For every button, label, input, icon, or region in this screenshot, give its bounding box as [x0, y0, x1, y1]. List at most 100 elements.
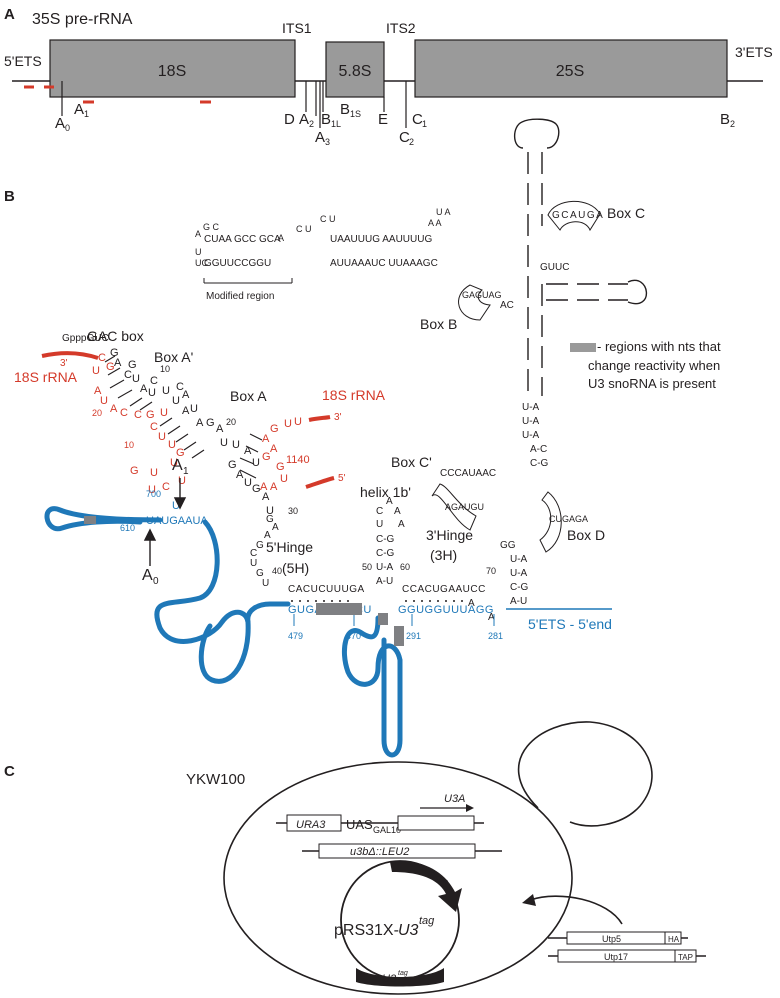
cleavage-arrows — [143, 478, 187, 566]
legend-swatch — [570, 343, 596, 352]
svg-text:G: G — [276, 461, 285, 473]
box-a-label: Box A — [230, 388, 267, 404]
svg-text:C: C — [124, 369, 132, 381]
box-b-ac: AC — [500, 300, 514, 311]
svg-text:G: G — [252, 483, 261, 495]
site-c1: C — [412, 111, 423, 128]
svg-text:AUUAAAUC UUAAAGC: AUUAAAUC UUAAAGC — [330, 258, 438, 269]
legend-line3: U3 snoRNA is present — [588, 376, 716, 391]
svg-text:1: 1 — [84, 109, 89, 119]
transform-arrow-head — [522, 894, 536, 906]
svg-text:2: 2 — [409, 137, 414, 147]
svg-text:U: U — [148, 387, 156, 399]
hinge-pair-dots — [291, 600, 463, 602]
box-c-prime-outline — [431, 483, 477, 531]
probe-marks — [24, 85, 211, 104]
svg-text:UAUGAAUA: UAUGAAUA — [146, 515, 208, 527]
svg-text:U: U — [132, 373, 140, 385]
svg-text:A: A — [182, 405, 190, 417]
svg-text:C: C — [376, 506, 383, 517]
svg-text:20: 20 — [226, 417, 236, 427]
stem-seq-c: GUUC — [540, 262, 569, 273]
svg-text:A: A — [394, 506, 401, 517]
svg-text:A: A — [488, 612, 495, 623]
rrna-18s-left-line — [41, 351, 99, 360]
svg-text:A: A — [272, 522, 279, 533]
svg-text:0: 0 — [65, 123, 70, 133]
utp17-label: Utp17 — [604, 952, 628, 962]
ura3-box — [286, 814, 342, 832]
svg-text:610: 610 — [120, 523, 135, 533]
svg-text:G: G — [256, 568, 264, 579]
svg-text:A: A — [278, 233, 284, 243]
svg-text:U: U — [100, 395, 108, 407]
svg-text:CUAA GCC GCA: CUAA GCC GCA — [204, 234, 281, 245]
svg-text:G: G — [128, 359, 137, 371]
svg-text:U: U — [284, 418, 292, 430]
box-c-prime-seq: AGAUGU — [445, 502, 484, 512]
svg-text:C-G: C-G — [510, 582, 529, 593]
utp5-box — [566, 931, 682, 945]
svg-text:GpppGUC: GpppGUC — [62, 333, 109, 344]
strain-label: YKW100 — [186, 771, 245, 788]
svg-text:C U: C U — [296, 224, 312, 234]
svg-text:70: 70 — [486, 566, 496, 576]
svg-text:G: G — [228, 459, 237, 471]
svg-text:2: 2 — [309, 119, 314, 129]
box-c-prime-loop: CCCAUAAC — [440, 468, 496, 479]
svg-text:479: 479 — [288, 631, 303, 641]
modified-region-bracket — [203, 278, 293, 284]
u3tag-sup: tag — [398, 970, 408, 977]
five-prime-right: 5' — [338, 473, 346, 484]
box-c-seq: GCAUGA — [552, 210, 604, 221]
hinge-5-sub: (5H) — [282, 560, 309, 576]
svg-text:C-G: C-G — [376, 534, 395, 545]
site-c2: C — [399, 129, 410, 146]
svg-text:A-U: A-U — [510, 596, 527, 607]
svg-text:A: A — [244, 445, 252, 457]
svg-text:A: A — [468, 598, 475, 609]
hinge-3-sub: (3H) — [430, 547, 457, 563]
svg-text:700: 700 — [146, 489, 161, 499]
svg-text:U: U — [190, 403, 198, 415]
box-d-label: Box D — [567, 527, 605, 543]
site-a0: A — [55, 115, 65, 132]
arrow-a0-label: A — [142, 567, 153, 584]
svg-text:GGUGGUUUAGG: GGUGGUUUAGG — [398, 604, 494, 616]
site-b1s: B — [340, 101, 350, 118]
svg-text:U: U — [252, 457, 260, 469]
label-3ets: 3'ETS — [735, 44, 773, 60]
yeast-bud — [517, 721, 653, 827]
hinge-3-label: 3'Hinge — [426, 527, 473, 543]
svg-text:U: U — [160, 407, 168, 419]
modified-region: A G C U CUAA GCC GCA GGUUCCGGU UC A C U … — [195, 207, 451, 269]
svg-text:G: G — [176, 447, 185, 459]
svg-text:G: G — [130, 465, 139, 477]
box-d-seq: CUGAGA — [549, 514, 588, 524]
u3a-label: U3A — [444, 793, 465, 805]
u3-box-a-pairs — [104, 355, 263, 479]
svg-text:A: A — [398, 519, 405, 530]
svg-text:U: U — [162, 385, 170, 397]
three-prime-left: 3' — [60, 358, 68, 369]
plasmid-label: pRS31X- — [334, 922, 399, 939]
svg-text:10: 10 — [160, 364, 170, 374]
svg-text:CCACUGAAUCC: CCACUGAAUCC — [402, 584, 486, 595]
svg-text:20: 20 — [92, 408, 102, 418]
svg-text:A: A — [195, 229, 201, 239]
svg-text:30: 30 — [288, 506, 298, 516]
site-e: E — [378, 111, 388, 128]
cleavage-ticks — [61, 81, 407, 128]
svg-text:G: G — [110, 347, 119, 359]
svg-text:C: C — [150, 421, 158, 433]
svg-text:291: 291 — [406, 631, 421, 641]
gal10-label: GAL10 — [373, 825, 401, 835]
svg-text:A: A — [264, 530, 271, 541]
site-a3: A — [315, 129, 325, 146]
panel-a-title: 35S pre-rRNA — [32, 11, 133, 28]
svg-text:C U: C U — [320, 214, 336, 224]
svg-text:G: G — [270, 423, 279, 435]
